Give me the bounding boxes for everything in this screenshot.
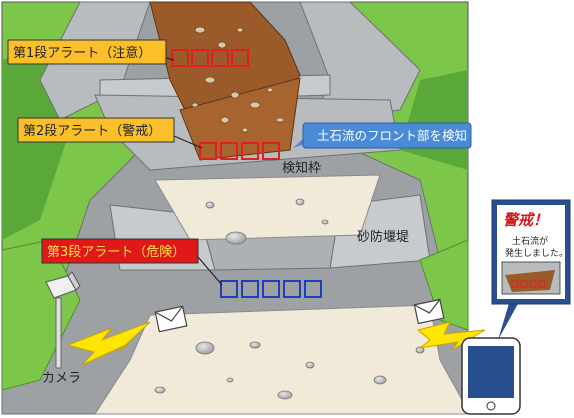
debris-pebbles bbox=[191, 26, 285, 133]
debris-pebble bbox=[230, 91, 240, 99]
stage1-alert-box bbox=[7, 39, 167, 65]
mail-envelope bbox=[413, 298, 445, 325]
thumbnail-frame-square bbox=[538, 280, 546, 288]
smartphone-screen bbox=[468, 346, 514, 398]
smartphone-home-button bbox=[486, 401, 496, 411]
sand-bed-upper bbox=[154, 174, 381, 241]
thumbnail-frame-square bbox=[511, 280, 519, 288]
debris-pebble bbox=[204, 76, 216, 84]
debris-pebble bbox=[217, 41, 227, 49]
rock bbox=[321, 219, 329, 225]
stage3-alert-pointer bbox=[197, 256, 223, 286]
detection-frame-square bbox=[241, 142, 259, 160]
detection-frame-square bbox=[304, 280, 322, 298]
detection-frame-square bbox=[283, 280, 301, 298]
grass-patch-lower-right bbox=[419, 239, 469, 331]
stage3-alert: 第3段アラート（危険） bbox=[41, 238, 223, 286]
debris-pebble bbox=[275, 117, 285, 123]
rocks bbox=[154, 198, 425, 400]
mail-icon bbox=[154, 305, 188, 333]
detection-frame-square bbox=[191, 49, 209, 67]
debris-pebble bbox=[266, 87, 274, 93]
bubble-tail bbox=[498, 300, 520, 340]
rock bbox=[277, 390, 293, 400]
mail-icon bbox=[413, 298, 445, 325]
rock bbox=[373, 375, 387, 385]
stage2-alert-pointer bbox=[173, 135, 203, 149]
rock bbox=[249, 341, 261, 349]
detection-frame-square bbox=[262, 280, 280, 298]
callout-text: 土石流のフロント部を検知 bbox=[317, 128, 467, 143]
stage2-alert-box bbox=[17, 117, 175, 143]
mail-flap bbox=[154, 305, 184, 322]
rock bbox=[195, 341, 215, 355]
stage3-alert-label: 第3段アラート（危険） bbox=[47, 245, 185, 260]
camera-label: カメラ bbox=[42, 371, 81, 386]
camera-front bbox=[67, 271, 81, 291]
stage1-alert: 第1段アラート（注意） bbox=[7, 39, 175, 65]
thumbnail-frame-square bbox=[529, 280, 537, 288]
warning-message-line2: 発生しました。 bbox=[505, 247, 568, 259]
lightning-bolt-icon bbox=[416, 321, 486, 351]
rock bbox=[205, 201, 215, 209]
thumbnail-frames bbox=[511, 280, 546, 288]
stage2-alert-label: 第2段アラート（警戒） bbox=[23, 123, 161, 139]
smartphone bbox=[461, 337, 521, 415]
debris-pebble bbox=[241, 127, 249, 133]
detection-frames-stage1 bbox=[171, 49, 249, 67]
rock bbox=[415, 346, 425, 354]
detection-frame-square bbox=[262, 142, 280, 160]
stage2-alert: 第2段アラート（警戒） bbox=[17, 117, 203, 149]
stage1-alert-pointer bbox=[165, 57, 175, 61]
detection-frame-square bbox=[220, 280, 238, 298]
debris-flow bbox=[149, 1, 301, 161]
rock bbox=[226, 377, 234, 383]
detection-frames-stage2 bbox=[199, 142, 280, 160]
debris-pebble bbox=[236, 27, 244, 33]
detection-frame-square bbox=[171, 49, 189, 67]
debris-pebble bbox=[191, 102, 199, 108]
warning-message-line1: 土石流が bbox=[512, 235, 548, 247]
warning-title: 警戒！ bbox=[503, 211, 548, 229]
sabo-dam-label: 砂防堰堤 bbox=[357, 229, 409, 245]
camera-pole bbox=[55, 297, 62, 369]
detection-frame-square bbox=[211, 49, 229, 67]
phone-notification-bubble: 警戒！ 土石流が 発生しました。 bbox=[491, 199, 571, 340]
mail-flap bbox=[414, 299, 441, 314]
debris-flow-front bbox=[179, 77, 301, 161]
stage1-alert-label: 第1段アラート（注意） bbox=[13, 45, 151, 61]
rock bbox=[295, 198, 305, 206]
detection-frame-square bbox=[199, 142, 217, 160]
detection-frame-square bbox=[241, 280, 259, 298]
front-detection-callout: 土石流のフロント部を検知 bbox=[293, 122, 472, 149]
detection-frame-label: 検知枠 bbox=[282, 160, 321, 176]
camera bbox=[45, 271, 81, 369]
debris-pebble bbox=[220, 116, 230, 124]
stage3-alert-box bbox=[41, 238, 199, 264]
rock bbox=[225, 231, 247, 245]
callout-box bbox=[302, 122, 472, 149]
debris-pebble bbox=[249, 101, 261, 109]
debris-pebble bbox=[194, 26, 206, 34]
mail-envelope bbox=[154, 305, 188, 333]
detection-frames-stage3 bbox=[220, 280, 322, 298]
detection-frame-square bbox=[231, 49, 249, 67]
thumbnail-frame-square bbox=[520, 280, 528, 288]
detection-frame-square bbox=[220, 142, 238, 160]
rock bbox=[154, 386, 166, 394]
rock bbox=[305, 361, 315, 369]
lightning-bolt-icon bbox=[66, 321, 151, 366]
